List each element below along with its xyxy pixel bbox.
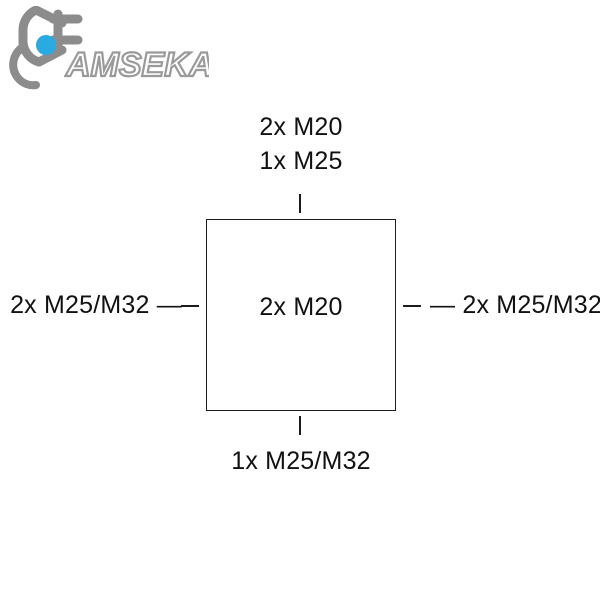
tick-mark-bottom — [299, 416, 302, 435]
enclosure-center-label: 2x M20 — [259, 293, 343, 321]
entry-label-left-text: 2x M25/M32 — [10, 291, 150, 319]
entry-label-top-line1: 2x M20 — [259, 113, 343, 141]
entry-label-left: 2x M25/M32 — — [10, 288, 182, 322]
brand-wordmark-text: AMSEKA — [65, 46, 209, 84]
enclosure-box — [206, 219, 396, 411]
entry-label-right-dash: — — [430, 291, 456, 319]
entry-label-bottom: 1x M25/M32 — [231, 447, 371, 475]
tick-mark-left — [181, 305, 199, 308]
tick-mark-right — [403, 305, 421, 308]
brand-logo: AMSEKA — [6, 6, 209, 92]
entry-label-top-line2: 1x M25 — [259, 147, 343, 175]
tick-mark-top — [299, 194, 302, 213]
electrical-plug-icon — [9, 6, 83, 90]
entry-label-right-text: 2x M25/M32 — [462, 291, 600, 319]
entry-label-left-dash: — — [156, 291, 182, 319]
entry-label-right: — 2x M25/M32 — [430, 288, 600, 322]
brand-wordmark: AMSEKA — [64, 45, 209, 85]
entry-label-top: 2x M20 1x M25 — [206, 110, 396, 178]
